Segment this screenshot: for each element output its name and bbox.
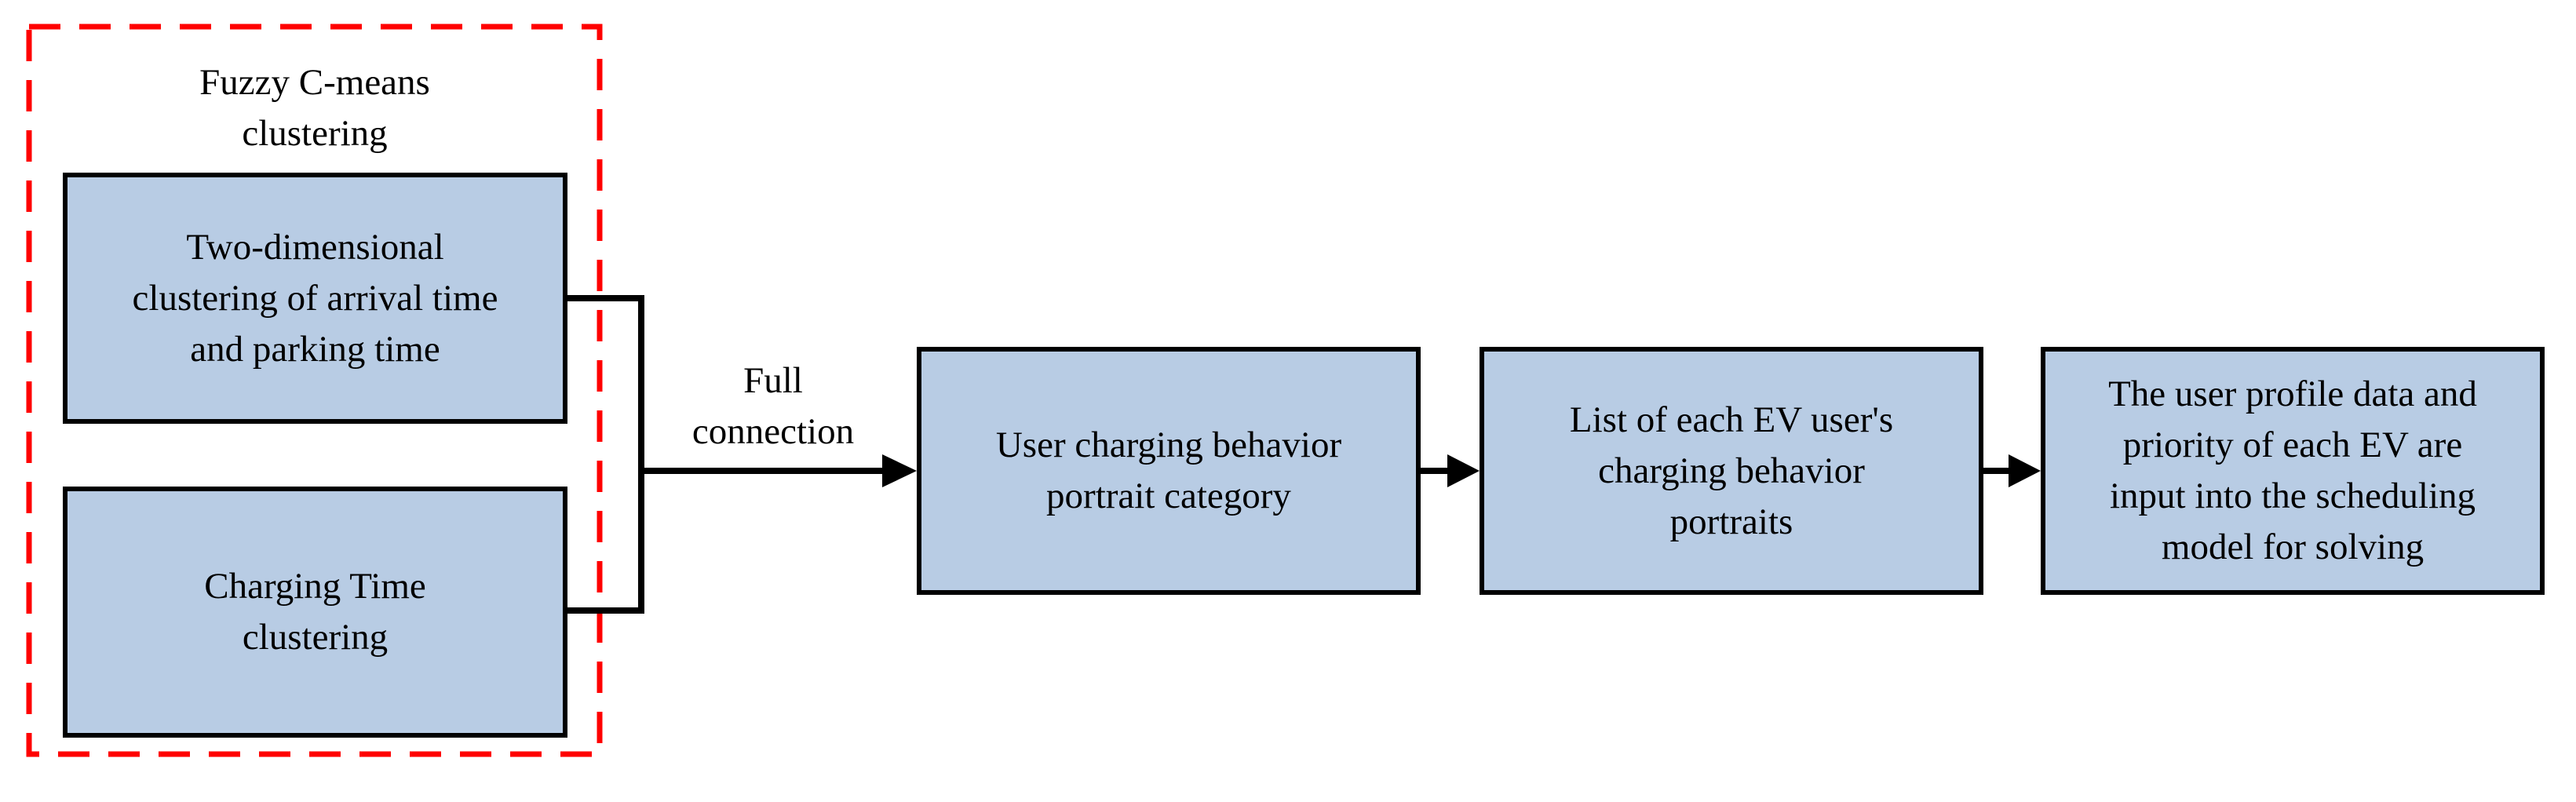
fcm-cluster-title: Fuzzy C-means clustering [199,62,430,154]
box-charging-time-clustering: Charging Time clustering [63,487,567,738]
box-scheduling-model: The user profile data and priority of ea… [2041,347,2545,595]
arrow-list-to-model [1983,454,2041,487]
box-two-dimensional-clustering: Two-dimensional clustering of arrival ti… [63,173,567,424]
box-portrait-list: List of each EV user's charging behavior… [1480,347,1983,595]
full-connection-arrow [641,454,917,487]
arrowhead-icon [882,454,917,487]
arrowhead-icon [1447,454,1480,487]
fcm-group-dashed-outline [26,24,603,757]
arrowhead-icon [2009,454,2041,487]
arrow-category-to-list [1421,454,1480,487]
box-portrait-category: User charging behavior portrait category [917,347,1421,595]
cluster-junction-bracket [567,295,644,614]
full-connection-label: Full connection [691,360,855,452]
